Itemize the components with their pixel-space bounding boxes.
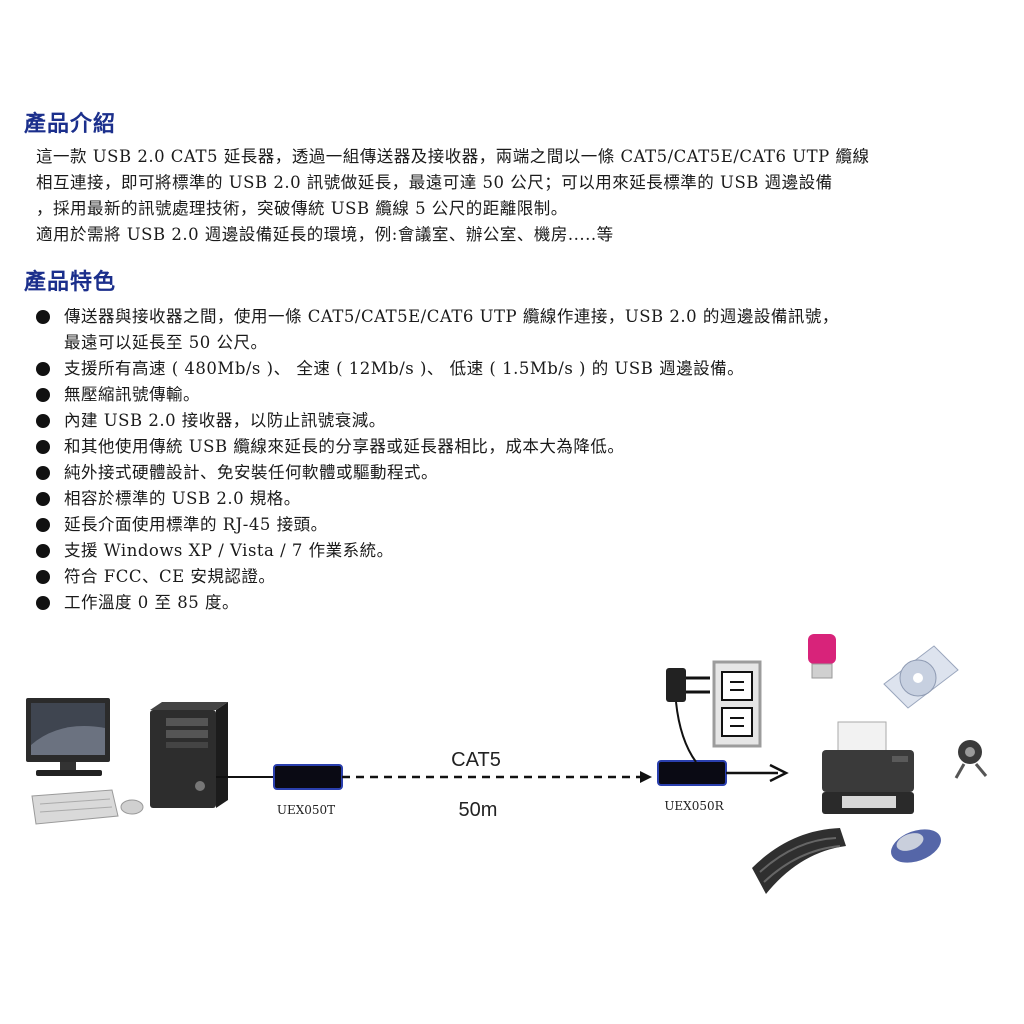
intro-line: 相互連接，即可將標準的 USB 2.0 訊號做延長，最遠可達 50 公尺；可以用… <box>36 173 833 192</box>
feature-list: 傳送器與接收器之間，使用一條 CAT5/CAT5E/CAT6 UTP 纜線作連接… <box>36 304 996 616</box>
intro-heading: 產品介紹 <box>24 112 117 137</box>
webcam-icon <box>954 740 988 779</box>
feature-text: 傳送器與接收器之間，使用一條 CAT5/CAT5E/CAT6 UTP 纜線作連接… <box>64 307 839 326</box>
feature-item: 純外接式硬體設計、免安裝任何軟體或驅動程式。 <box>36 460 996 486</box>
feature-item: 無壓縮訊號傳輸。 <box>36 382 996 408</box>
feature-item: 支援 Windows XP / Vista / 7 作業系統。 <box>36 538 996 564</box>
pc-tower-icon <box>150 702 228 808</box>
mouse-icon <box>891 829 941 863</box>
cd-disc-icon <box>883 645 959 709</box>
feature-text: 支援所有高速 ( 480Mb/s )、 全速 ( 12Mb/s )、 低速 ( … <box>64 359 745 378</box>
feature-item: 符合 FCC、CE 安規認證。 <box>36 564 996 590</box>
usb-flash-drive-icon <box>808 634 836 679</box>
intro-line: ，採用最新的訊號處理技術，突破傳統 USB 纜線 5 公尺的距離限制。 <box>36 199 568 218</box>
feature-item: 工作溫度 0 至 85 度。 <box>36 590 996 616</box>
transmitter-label: UEX050T <box>277 803 335 817</box>
feature-text: 內建 USB 2.0 接收器，以防止訊號衰減。 <box>64 411 386 430</box>
arrow-right-icon <box>769 763 789 783</box>
feature-text: 最遠可以延長至 50 公尺。 <box>64 333 268 352</box>
feature-text: 相容於標準的 USB 2.0 規格。 <box>64 489 301 508</box>
receiver-label: UEX050R <box>664 799 724 813</box>
intro-line: 這一款 USB 2.0 CAT5 延長器，透過一組傳送器及接收器，兩端之間以一條… <box>36 147 870 166</box>
feature-item: 相容於標準的 USB 2.0 規格。 <box>36 486 996 512</box>
distance-label: 50m <box>459 799 498 821</box>
intro-line: 適用於需將 USB 2.0 週邊設備延長的環境，例:會議室、辦公室、機房....… <box>36 225 614 244</box>
arrow-right-icon <box>640 771 652 783</box>
feature-text: 無壓縮訊號傳輸。 <box>64 385 200 404</box>
feature-text: 純外接式硬體設計、免安裝任何軟體或驅動程式。 <box>64 463 438 482</box>
power-outlet-icon <box>712 660 762 748</box>
feature-item: 傳送器與接收器之間，使用一條 CAT5/CAT5E/CAT6 UTP 纜線作連接… <box>36 304 996 356</box>
features-heading: 產品特色 <box>24 270 117 295</box>
feature-text: 延長介面使用標準的 RJ-45 接頭。 <box>64 515 328 534</box>
connection-diagram: UEX050T CAT5 50m UEX050R <box>0 610 1024 920</box>
power-adapter-icon <box>666 668 710 763</box>
feature-text: 支援 Windows XP / Vista / 7 作業系統。 <box>64 541 394 560</box>
feature-item: 和其他使用傳統 USB 纜線來延長的分享器或延長器相比，成本大為降低。 <box>36 434 996 460</box>
feature-item: 內建 USB 2.0 接收器，以防止訊號衰減。 <box>36 408 996 434</box>
pc-keyboard-icon <box>31 789 119 825</box>
cable-label: CAT5 <box>451 749 501 771</box>
feature-text: 符合 FCC、CE 安規認證。 <box>64 567 276 586</box>
feature-item: 支援所有高速 ( 480Mb/s )、 全速 ( 12Mb/s )、 低速 ( … <box>36 356 996 382</box>
printer-icon <box>822 721 914 814</box>
keyboard-icon <box>752 828 846 894</box>
intro-text: 這一款 USB 2.0 CAT5 延長器，透過一組傳送器及接收器，兩端之間以一條… <box>36 144 1011 248</box>
pc-mouse-icon <box>120 799 144 815</box>
feature-item: 延長介面使用標準的 RJ-45 接頭。 <box>36 512 996 538</box>
monitor-icon <box>26 698 110 776</box>
feature-text: 和其他使用傳統 USB 纜線來延長的分享器或延長器相比，成本大為降低。 <box>64 437 625 456</box>
receiver-box <box>657 760 727 786</box>
feature-text: 工作溫度 0 至 85 度。 <box>64 593 239 612</box>
transmitter-box <box>273 764 343 790</box>
